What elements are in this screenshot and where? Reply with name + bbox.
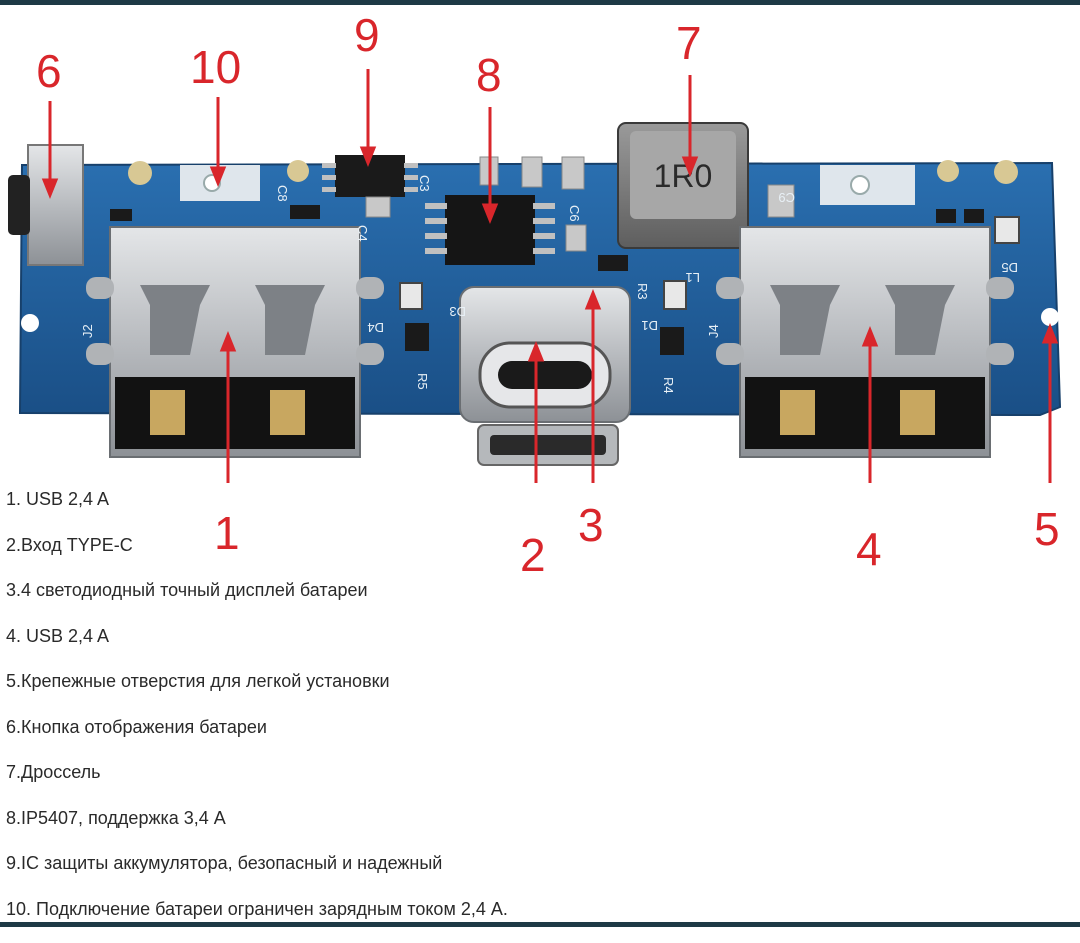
mounting-hole [287, 160, 309, 182]
silk-r5: R5 [415, 373, 430, 390]
mounting-hole [937, 160, 959, 182]
inductor-marking: 1R0 [654, 158, 713, 194]
silk-c6: C6 [567, 205, 582, 222]
legend-item-5: 5.Крепежные отверстия для легкой установ… [6, 670, 508, 716]
legend-item-2: 2.Вход TYPE-C [6, 534, 508, 580]
silk-r3: R3 [635, 283, 650, 300]
mounting-hole [128, 161, 152, 185]
silk-c9: C9 [778, 190, 795, 205]
legend-item-10: 10. Подключение батареи ограничен зарядн… [6, 898, 508, 943]
silk-c3: C3 [417, 175, 432, 192]
legend-list: 1. USB 2,4 A 2.Вход TYPE-C 3.4 светодиод… [6, 488, 508, 943]
mounting-hole [994, 160, 1018, 184]
callout-2: 2 [520, 532, 546, 578]
legend-item-6: 6.Кнопка отображения батареи [6, 716, 508, 762]
legend-item-9: 9.IC защиты аккумулятора, безопасный и н… [6, 852, 508, 898]
silk-d1: D1 [641, 318, 658, 333]
bottom-frame-bar [0, 922, 1080, 927]
silk-d3: D3 [449, 304, 466, 319]
silk-d4: D4 [367, 320, 384, 335]
usb-port-left [86, 227, 384, 457]
silk-l1: L1 [686, 270, 700, 285]
side-button [28, 145, 83, 265]
callout-4: 4 [856, 526, 882, 572]
silk-c4: C4 [355, 225, 370, 242]
legend-item-3: 3.4 светодиодный точный дисплей батареи [6, 579, 508, 625]
mounting-hole [21, 314, 39, 332]
callout-3: 3 [578, 502, 604, 548]
silk-j2: J2 [80, 324, 95, 338]
callout-5: 5 [1034, 506, 1060, 552]
silk-j4: J4 [706, 324, 721, 338]
callout-10: 10 [190, 44, 241, 90]
type-c-port [460, 287, 630, 465]
callout-9: 9 [354, 12, 380, 58]
silk-r4: R4 [661, 377, 676, 394]
silk-c8: C8 [275, 185, 290, 202]
callout-6: 6 [36, 48, 62, 94]
legend-item-7: 7.Дроссель [6, 761, 508, 807]
legend-item-8: 8.IP5407, поддержка 3,4 A [6, 807, 508, 853]
legend-item-4: 4. USB 2,4 A [6, 625, 508, 671]
silk-d5: D5 [1001, 260, 1018, 275]
legend-item-1: 1. USB 2,4 A [6, 488, 508, 534]
callout-7: 7 [676, 20, 702, 66]
pcb-photo: 1R0 J2 J4 C8 C3 C4 [0, 5, 1080, 483]
callout-8: 8 [476, 52, 502, 98]
